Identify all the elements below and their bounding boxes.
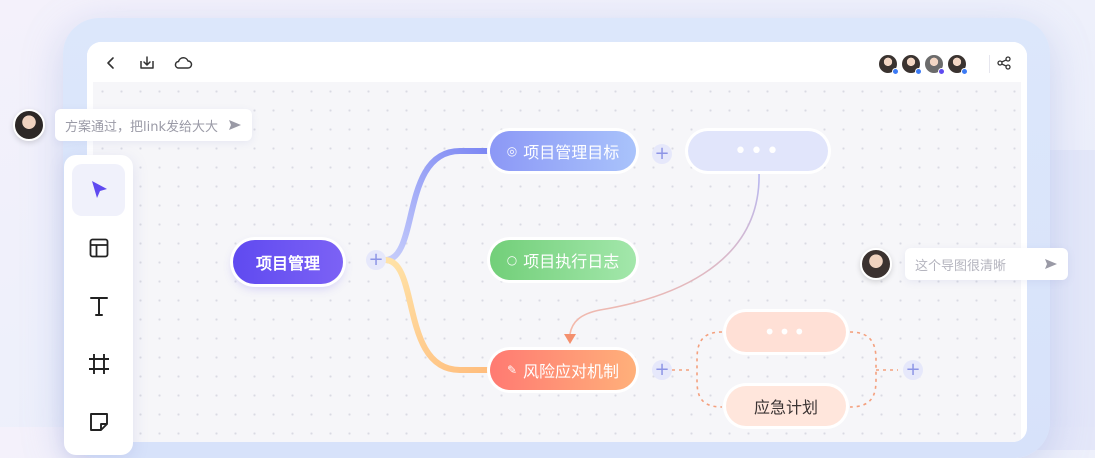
collapsed-node[interactable]: ••• xyxy=(688,131,828,171)
branch-node-risk[interactable]: ✎ 风险应对机制 xyxy=(490,350,636,390)
mindmap-connections xyxy=(382,148,898,408)
subnode-label: 应急计划 xyxy=(753,398,818,417)
add-child-button[interactable]: + xyxy=(652,144,672,164)
collaborator-avatar[interactable] xyxy=(924,54,945,75)
comment-right: 这个导图很清晰 xyxy=(860,248,1068,280)
root-node-label: 项目管理 xyxy=(255,254,320,273)
dashed-connectors xyxy=(672,331,898,408)
collapsed-node-label: ••• xyxy=(734,138,782,164)
text-icon xyxy=(89,297,108,316)
download-icon[interactable] xyxy=(136,52,158,74)
cloud-icon[interactable] xyxy=(172,52,194,74)
top-bar xyxy=(87,42,1027,82)
collaborator-avatar[interactable] xyxy=(947,54,968,75)
comment-bubble[interactable]: 方案通过，把link发给大大 xyxy=(55,109,252,141)
commenter-avatar[interactable] xyxy=(860,248,892,280)
add-child-button[interactable]: + xyxy=(652,360,672,380)
comment-left: 方案通过，把link发给大大 xyxy=(13,109,252,141)
back-icon[interactable] xyxy=(100,52,122,74)
share-icon[interactable] xyxy=(993,52,1015,74)
branch-node-goal[interactable]: ◎ 项目管理目标 xyxy=(490,131,636,171)
comment-placeholder: 这个导图很清晰 xyxy=(915,258,1007,274)
frame-tool[interactable] xyxy=(72,338,125,390)
template-tool[interactable] xyxy=(72,222,125,274)
pointer-icon xyxy=(91,181,107,198)
target-icon: ◎ xyxy=(506,144,518,158)
branch-node-label: 项目管理目标 xyxy=(523,143,620,162)
tool-palette xyxy=(64,155,133,455)
add-child-button[interactable]: + xyxy=(903,360,923,380)
frame-icon xyxy=(88,354,109,374)
cross-link xyxy=(569,171,760,335)
comment-input[interactable]: 这个导图很清晰 xyxy=(905,248,1068,280)
link-risk xyxy=(382,257,495,373)
link-goal xyxy=(382,148,495,263)
layout-icon xyxy=(89,238,108,258)
collaborator-avatar[interactable] xyxy=(901,54,922,75)
text-tool[interactable] xyxy=(72,280,125,332)
sticky-note-icon xyxy=(89,413,108,431)
branch-node-label: 项目执行日志 xyxy=(523,252,620,271)
comment-text: 方案通过，把link发给大大 xyxy=(65,119,218,135)
divider xyxy=(989,55,990,73)
circle-icon: ○ xyxy=(506,253,518,267)
collaborator-avatar[interactable] xyxy=(878,54,899,75)
collaborator-avatars xyxy=(878,54,968,75)
branch-node-label: 风险应对机制 xyxy=(523,362,620,381)
send-icon[interactable] xyxy=(1044,258,1058,270)
edit-icon: ✎ xyxy=(506,363,518,377)
sticky-note-tool[interactable] xyxy=(72,396,125,448)
commenter-avatar[interactable] xyxy=(13,109,45,141)
select-tool[interactable] xyxy=(72,164,125,216)
branch-node-log[interactable]: ○ 项目执行日志 xyxy=(490,240,636,280)
collapsed-subnode-label: ••• xyxy=(763,320,809,344)
collapsed-subnode[interactable]: ••• xyxy=(726,312,846,352)
mindmap-root-node[interactable]: 项目管理 xyxy=(233,240,343,284)
send-icon[interactable] xyxy=(228,119,242,131)
cross-link-arrow xyxy=(564,334,576,344)
subnode-emergency-plan[interactable]: 应急计划 xyxy=(726,386,846,426)
add-child-button[interactable]: + xyxy=(366,250,386,270)
